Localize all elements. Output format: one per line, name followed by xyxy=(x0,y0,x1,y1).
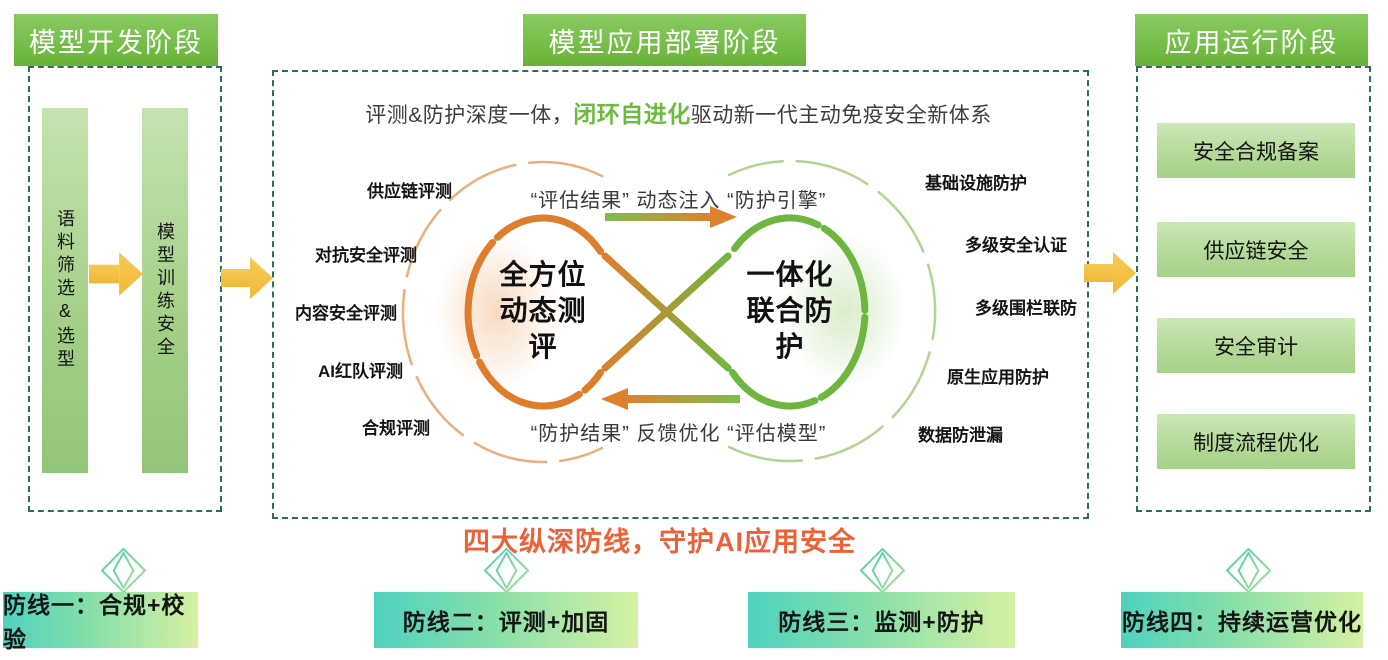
deploy-subtitle: 评测&防护深度一体，闭环自进化驱动新一代主动免疫安全新体系 xyxy=(272,95,1085,129)
run-item-security-audit: 安全审计 xyxy=(1157,318,1355,373)
stage-header-dev-label: 模型开发阶段 xyxy=(29,27,203,58)
gem-icon xyxy=(859,548,905,593)
deploy-subtitle-pre: 评测&防护深度一体， xyxy=(365,104,574,127)
protect-label-infrastructure: 基础设施防护 xyxy=(925,174,1027,193)
pillar-model-training: 模型训练安全 xyxy=(142,108,188,473)
infinity-loop-diagram xyxy=(401,159,937,464)
stage-header-deploy-label: 模型应用部署阶段 xyxy=(548,27,781,58)
bottom-flow-caption: “防护结果” 反馈优化 “评估模型” xyxy=(530,423,827,445)
defense-line-1: 防线一：合规+校验 xyxy=(3,592,198,652)
flow-arrow-icon xyxy=(89,252,143,296)
run-item-compliance-filing: 安全合规备案 xyxy=(1157,123,1355,178)
deploy-stage-box xyxy=(272,70,1089,519)
flow-arrow-icon xyxy=(221,257,273,299)
eval-label-supply-chain: 供应链评测 xyxy=(367,182,452,201)
loop-left-label: 全方位 动态测 评 xyxy=(499,259,587,362)
run-item-process-optimization: 制度流程优化 xyxy=(1157,414,1355,469)
defense-line-2: 防线二：评测+加固 xyxy=(374,592,638,648)
pillar-corpus-selection-label: 语料筛选&选型 xyxy=(55,209,75,372)
protect-label-data-leak: 数据防泄漏 xyxy=(918,426,1003,445)
defense-line-3: 防线三：监测+防护 xyxy=(748,592,1015,648)
stage-header-run-label: 应用运行阶段 xyxy=(1164,27,1339,58)
protect-label-guardrail: 多级围栏联防 xyxy=(975,299,1077,318)
loop-right-label: 一体化 联合防 护 xyxy=(746,259,834,362)
deploy-subtitle-post: 驱动新一代主动免疫安全新体系 xyxy=(690,104,992,127)
run-stage-box xyxy=(1136,66,1371,512)
run-item-supply-chain-security: 供应链安全 xyxy=(1157,222,1355,277)
eval-label-ai-red-team: AI红队评测 xyxy=(318,362,403,381)
pillar-corpus-selection: 语料筛选&选型 xyxy=(42,108,88,473)
protect-label-native-app: 原生应用防护 xyxy=(947,368,1049,387)
gem-icon xyxy=(1226,548,1271,593)
deploy-subtitle-em: 闭环自进化 xyxy=(573,101,691,127)
eval-label-content-safety: 内容安全评测 xyxy=(295,304,397,323)
stage-header-deploy: 模型应用部署阶段 xyxy=(523,14,806,66)
gem-icon xyxy=(484,548,529,593)
top-flow-caption: “评估结果” 动态注入 “防护引擎” xyxy=(530,190,827,212)
defense-headline: 四大纵深防线，守护AI应用安全 xyxy=(463,527,856,557)
defense-line-4: 防线四：持续运营优化 xyxy=(1121,592,1363,648)
stage-header-dev: 模型开发阶段 xyxy=(14,14,218,66)
stage-header-run: 应用运行阶段 xyxy=(1135,14,1368,66)
pillar-model-training-label: 模型训练安全 xyxy=(155,221,175,360)
eval-label-compliance: 合规评测 xyxy=(362,419,430,438)
flow-arrow-icon xyxy=(1084,252,1136,294)
eval-label-adversarial: 对抗安全评测 xyxy=(315,246,417,265)
protect-label-certification: 多级安全认证 xyxy=(965,236,1067,255)
dev-stage-box xyxy=(28,66,222,512)
